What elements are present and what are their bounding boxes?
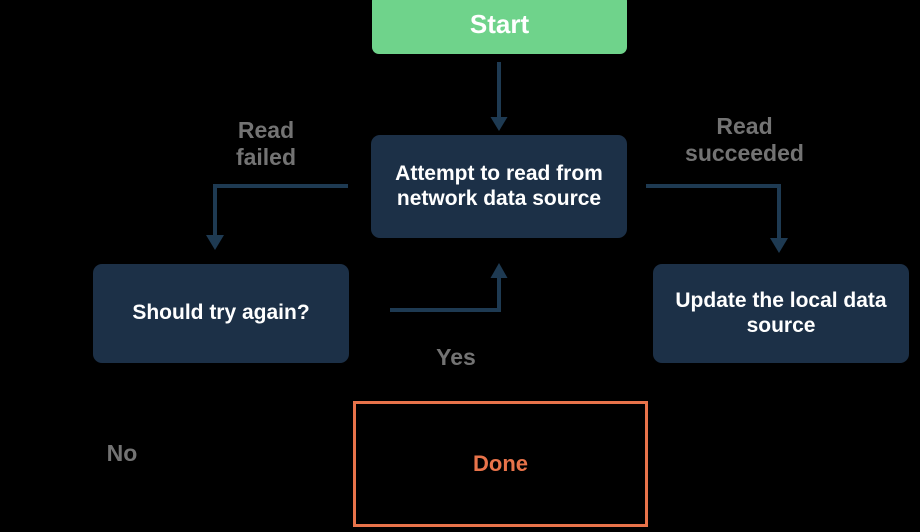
node-should-try-again-label: Should try again? <box>132 301 310 325</box>
edge-start-to-attempt <box>490 62 508 131</box>
edge-attempt-to-retry <box>206 184 348 250</box>
node-done[interactable]: Done <box>353 401 648 527</box>
node-start-label: Start <box>469 8 530 39</box>
node-update-local-source-label: Update the local data source <box>675 288 887 337</box>
node-attempt-read[interactable]: Attempt to read from network data source <box>371 135 627 238</box>
edge-label-read-failed: Read failed <box>235 117 297 170</box>
edge-retry-yes-to-attempt <box>390 263 508 312</box>
node-done-label: Done <box>473 451 528 477</box>
node-attempt-read-label: Attempt to read from network data source <box>395 161 603 210</box>
edge-label-yes: Yes <box>436 344 476 370</box>
edge-attempt-to-update <box>646 184 788 253</box>
node-start[interactable]: Start <box>372 0 627 54</box>
edge-label-no: No <box>106 440 138 466</box>
edge-label-read-succeeded: Read succeeded <box>685 113 804 166</box>
node-update-local-source[interactable]: Update the local data source <box>653 264 909 363</box>
node-should-try-again[interactable]: Should try again? <box>93 264 349 363</box>
